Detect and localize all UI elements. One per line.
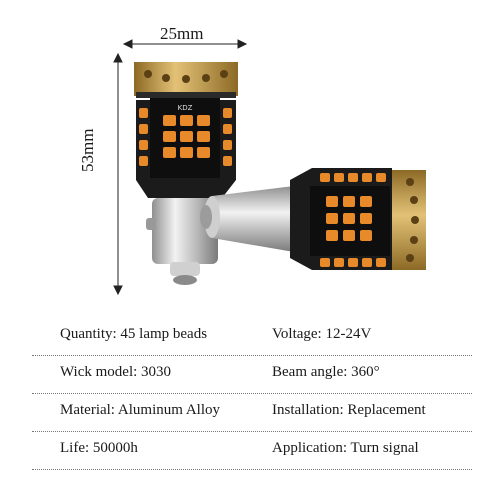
width-dimension-label: 25mm <box>160 24 204 43</box>
spec-beam-angle: Beam angle: 360° <box>272 364 380 380</box>
led-bulb-upright: KDZ <box>134 62 238 285</box>
spec-voltage: Voltage: 12-24V <box>272 326 372 342</box>
bulb2-gold-cap <box>392 170 426 270</box>
specs-table: Quantity: 45 lamp beads Voltage: 12-24V … <box>32 318 472 470</box>
bulb2-base-chrome <box>212 186 294 252</box>
spec-wick-model: Wick model: 3030 <box>60 364 172 380</box>
led-chip-grid <box>139 108 232 166</box>
spec-row: Material: Aluminum Alloy Installation: R… <box>32 394 472 432</box>
spec-row: Wick model: 3030 Beam angle: 360° <box>32 356 472 394</box>
spec-application: Application: Turn signal <box>272 440 419 456</box>
spec-row: Quantity: 45 lamp beads Voltage: 12-24V <box>32 318 472 356</box>
spec-installation: Installation: Replacement <box>272 402 426 418</box>
spec-material: Material: Aluminum Alloy <box>60 402 220 418</box>
height-dimension-label: 53mm <box>78 128 97 172</box>
product-illustration: KDZ <box>113 39 426 296</box>
led-bulb-sideways <box>200 168 426 270</box>
width-dimension-arrow <box>122 39 248 49</box>
bulb-base-pin <box>146 218 156 230</box>
spec-quantity: Quantity: 45 lamp beads <box>60 326 208 342</box>
height-dimension-arrow <box>113 52 123 296</box>
bulb-brand-mark: KDZ <box>178 104 193 112</box>
led2-chip-grid <box>320 173 386 267</box>
product-image-area: KDZ <box>78 24 426 296</box>
spec-life: Life: 50000h <box>60 440 138 456</box>
spec-row: Life: 50000h Application: Turn signal <box>32 432 472 470</box>
